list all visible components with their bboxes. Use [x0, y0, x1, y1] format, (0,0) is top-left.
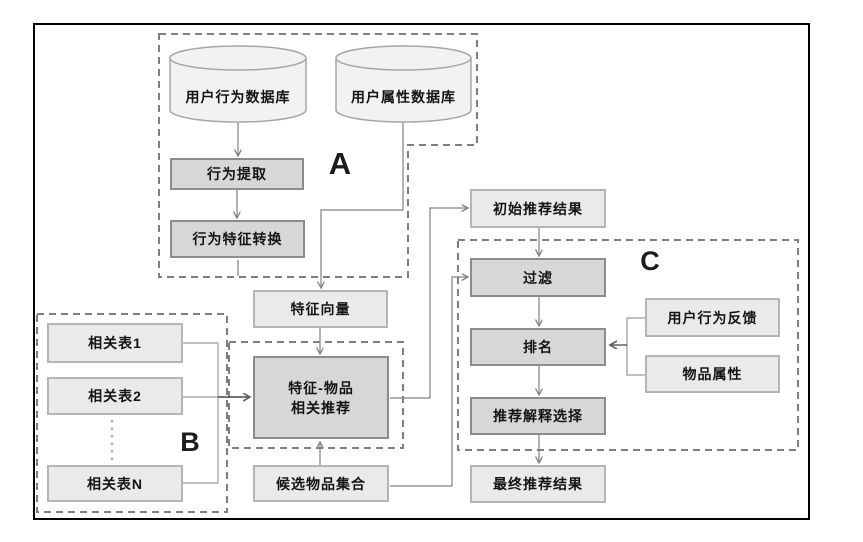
edge-candidate-to-filter [390, 277, 468, 487]
node-final-recommendation-result: 最终推荐结果 [470, 465, 606, 503]
edge-feedback-attr-join [626, 317, 645, 376]
group-b-outline [36, 313, 228, 513]
database-cylinder-icon [169, 45, 307, 123]
node-related-table-2: 相关表2 [47, 377, 183, 415]
node-feature-vector: 特征向量 [253, 290, 388, 328]
node-user-behavior-feedback: 用户行为反馈 [645, 298, 780, 337]
database-cylinder-icon [335, 45, 472, 123]
group-a-outline [158, 33, 478, 278]
edge-attrdb-to-featurevector [321, 123, 404, 288]
node-related-table-1: 相关表1 [47, 323, 183, 363]
node-ranking: 排名 [470, 328, 606, 366]
edge-related-bus [183, 342, 219, 484]
node-feature-item-recommendation: 特征-物品 相关推荐 [253, 356, 389, 439]
edge-featureitem-to-initial [390, 208, 468, 399]
group-c-outline [457, 239, 799, 451]
node-label: 用户属性数据库 [351, 89, 456, 105]
node-candidate-item-set: 候选物品集合 [253, 465, 389, 502]
node-initial-recommendation-result: 初始推荐结果 [470, 189, 606, 228]
node-behavior-extraction: 行为提取 [170, 158, 304, 190]
group-c-label: C [640, 246, 660, 276]
node-recommendation-explanation-selection: 推荐解释选择 [470, 397, 606, 435]
group-b-label: B [180, 427, 200, 457]
group-a-label: A [328, 146, 352, 181]
node-label-line2: 相关推荐 [291, 399, 351, 416]
node-item-attributes: 物品属性 [645, 355, 780, 393]
feature-item-dashed-outline [228, 341, 404, 449]
node-label: 用户行为数据库 [185, 89, 291, 105]
node-behavior-feature-conversion: 行为特征转换 [170, 220, 305, 258]
node-label-line1: 特征-物品 [288, 379, 354, 396]
node-filter: 过滤 [470, 258, 606, 297]
node-related-table-n: 相关表N [47, 465, 183, 502]
node-user-attribute-database: 用户属性数据库 [335, 45, 472, 123]
node-user-behavior-database: 用户行为数据库 [169, 45, 307, 123]
